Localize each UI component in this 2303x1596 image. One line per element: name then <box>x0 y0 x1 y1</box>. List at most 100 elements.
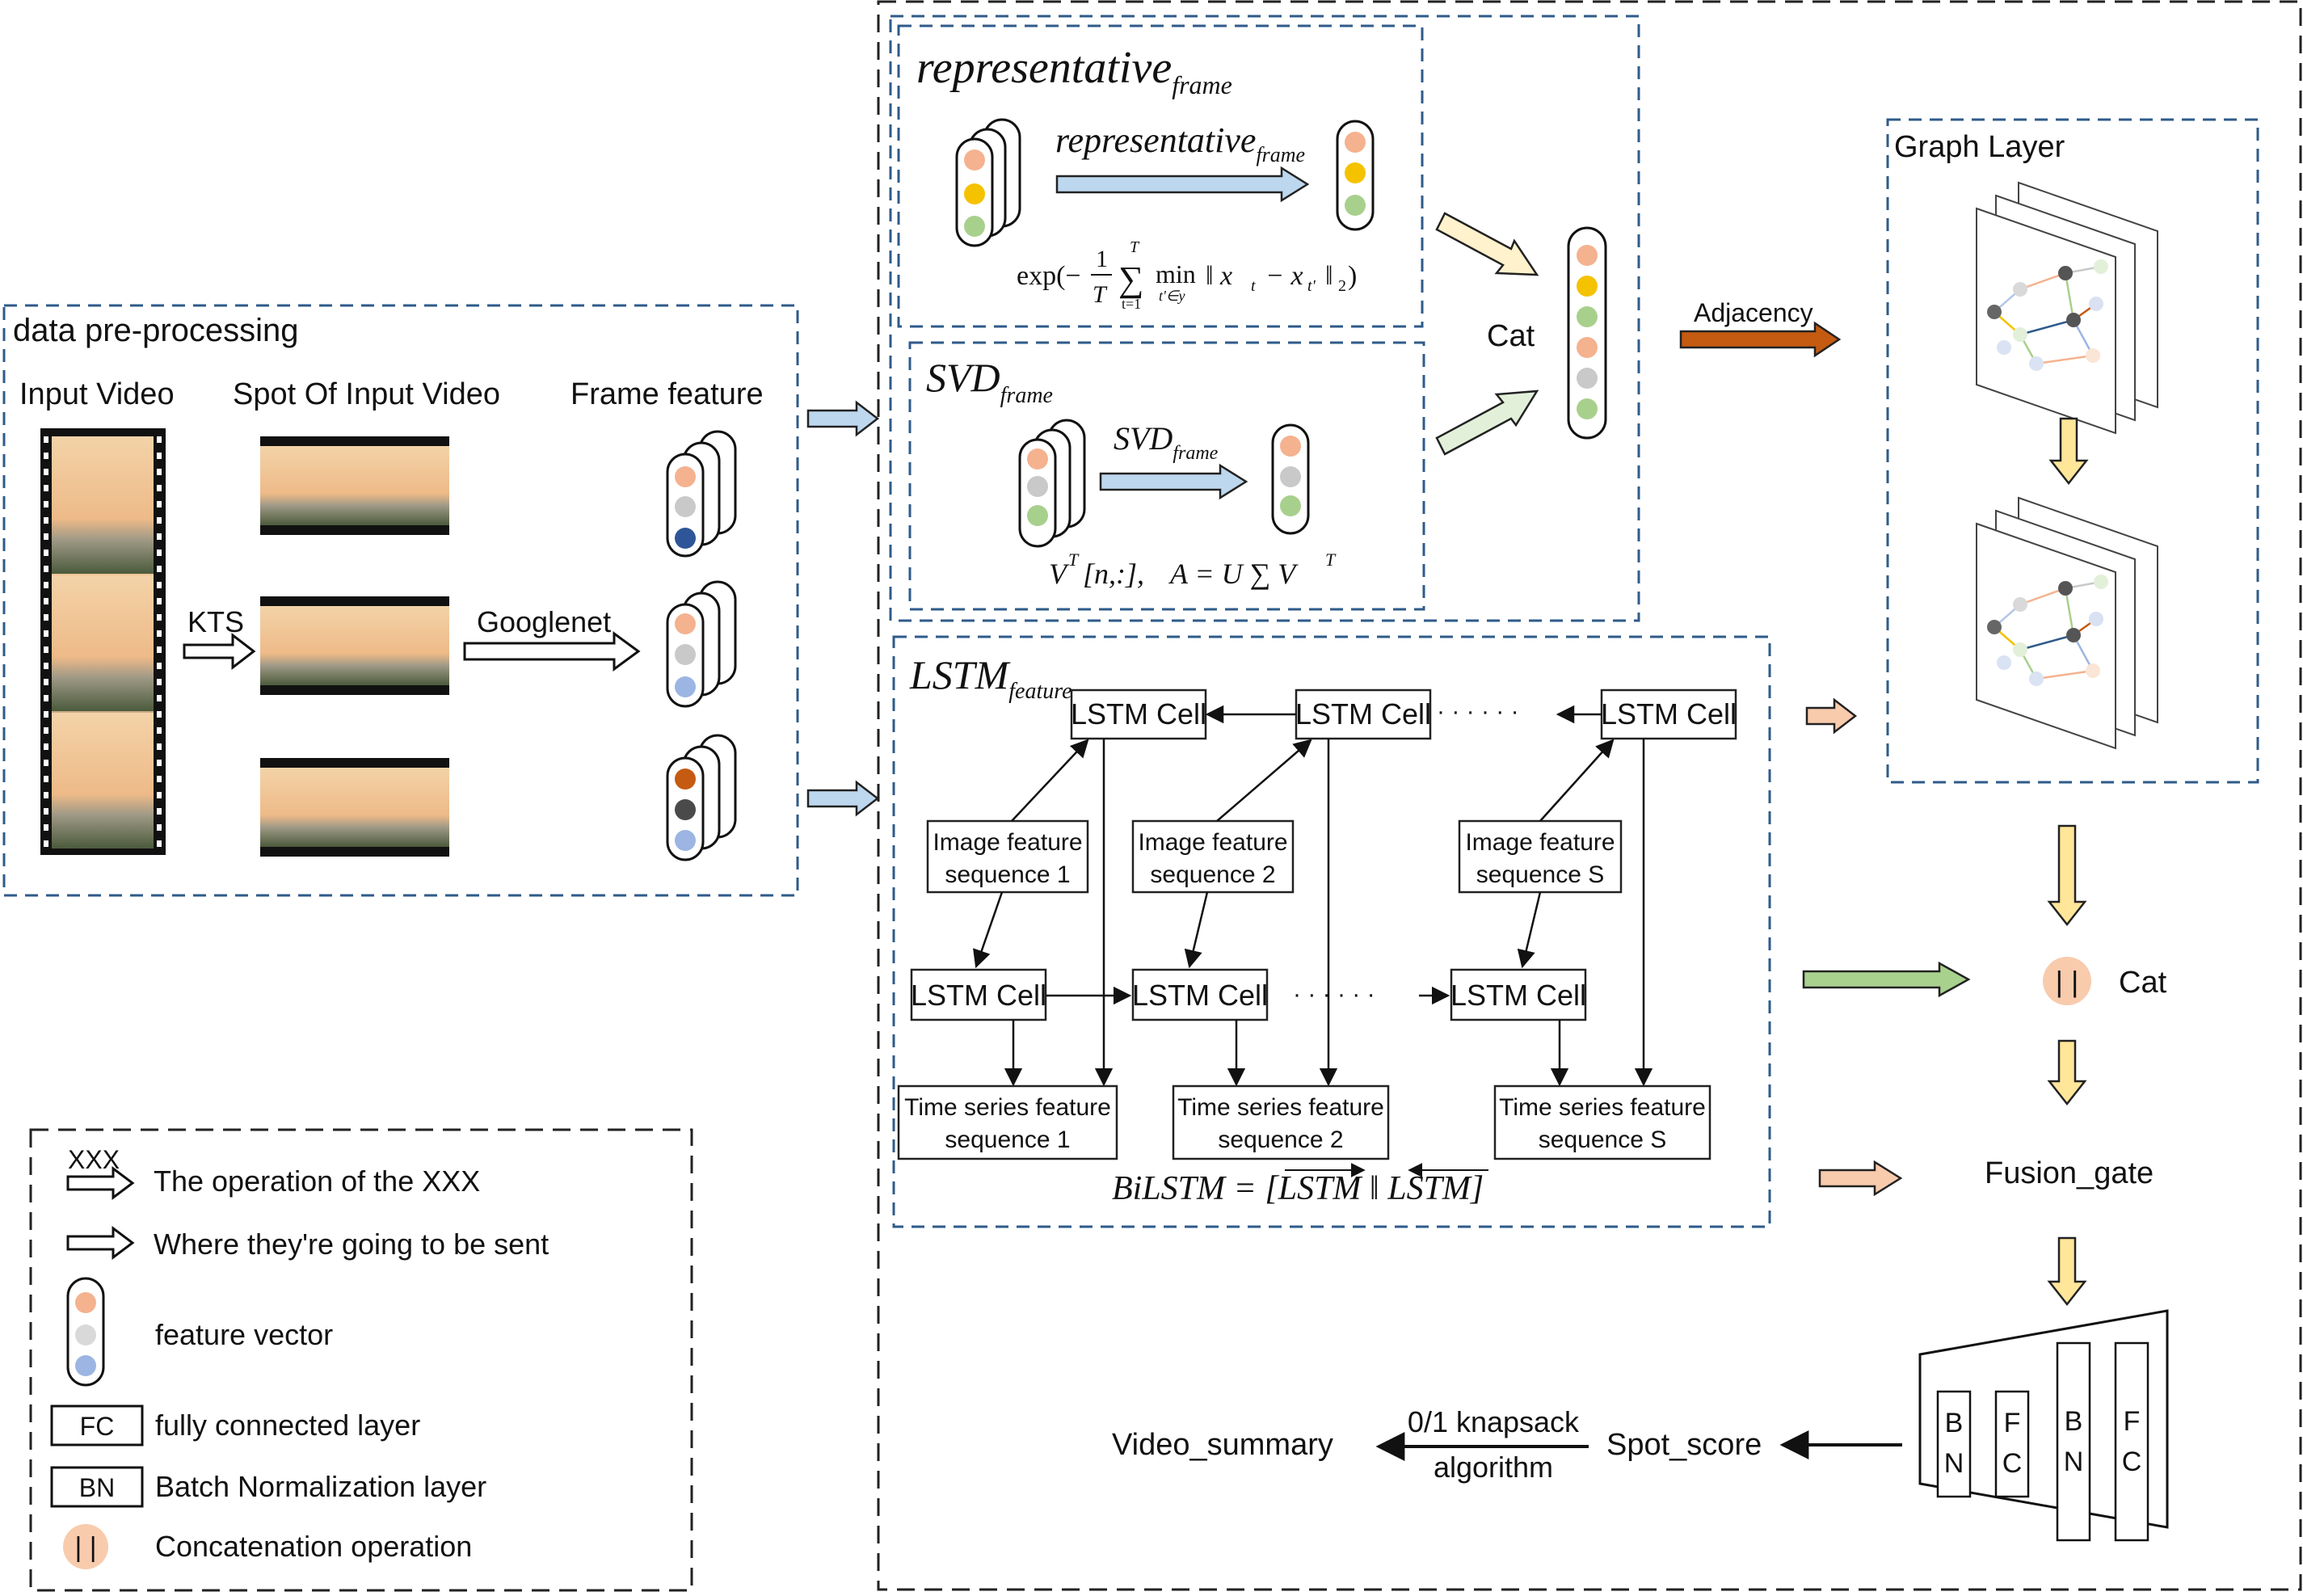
cat-to-fusion-arrow <box>2047 1039 2087 1106</box>
svg-text:‖ x: ‖ x <box>1206 261 1232 291</box>
lstm-cell-backward-1: LSTM Cell <box>1070 689 1207 740</box>
svg-text:2: 2 <box>1338 277 1346 295</box>
svg-text:F: F <box>2004 1408 2021 1438</box>
kts-label: KTS <box>187 605 244 638</box>
graph-stack-bottom <box>1976 496 2158 750</box>
svg-text:C: C <box>2002 1448 2023 1479</box>
svd-arrow-label: SVD <box>1114 420 1173 457</box>
svg-text:FC: FC <box>80 1412 115 1441</box>
lstm-cell-forward-s: LSTM Cell <box>1450 968 1587 1021</box>
svg-text:LSTMfeature: LSTMfeature <box>909 652 1072 704</box>
svg-text:| |: | | <box>2056 965 2079 998</box>
legend-where-arrow <box>66 1226 135 1260</box>
svg-text:Image feature: Image feature <box>933 829 1082 856</box>
svg-text:representativeframe: representativeframe <box>916 43 1232 99</box>
googlenet-label: Googlenet <box>477 605 611 638</box>
legend-concat-icon: | | <box>63 1524 108 1569</box>
svg-text:B: B <box>1945 1408 1964 1438</box>
svg-text:V: V <box>1049 558 1070 590</box>
legend-operation-label: The operation of the XXX <box>154 1164 480 1198</box>
graph-down-arrow-1 <box>2048 417 2089 486</box>
svg-text:sequence 2: sequence 2 <box>1218 1126 1343 1153</box>
svg-text:T: T <box>1130 238 1140 256</box>
svg-text:∑: ∑ <box>1118 259 1143 299</box>
score-regressor: B N F C B N F C <box>1918 1309 2169 1542</box>
svg-text:BN: BN <box>79 1473 115 1502</box>
svg-text:| |: | | <box>74 1532 96 1563</box>
representative-arrow <box>1055 166 1310 203</box>
lstm-to-fusion-arrow <box>1818 1160 1903 1197</box>
graph-to-cat-arrow <box>2047 824 2087 927</box>
representative-formula: exp(− 1 T T ∑ t=1 min t'∈y ‖ x t − x t' … <box>1017 238 1357 312</box>
lstm-to-cat-arrow <box>1802 961 1971 998</box>
svg-text:SVDframe: SVDframe <box>926 355 1053 408</box>
frame-feature-vector-3 <box>666 734 737 861</box>
svg-text:exp(−: exp(− <box>1017 261 1081 291</box>
svg-text:t: t <box>1251 277 1256 295</box>
svg-text:LSTM Cell: LSTM Cell <box>1601 697 1737 731</box>
svg-text:T: T <box>1068 550 1080 570</box>
fusion-to-decoder-arrow <box>2047 1236 2087 1307</box>
to-frame-branch-arrow <box>806 400 880 437</box>
fusion-gate-label: Fusion_gate <box>1985 1156 2154 1190</box>
svg-text:Image feature: Image feature <box>1465 829 1615 856</box>
graph-layer-title: Graph Layer <box>1894 130 2065 164</box>
svg-text:t=1: t=1 <box>1122 296 1141 312</box>
svg-text:[n,:],: [n,:], <box>1083 558 1144 590</box>
svg-text:‖: ‖ <box>1325 261 1333 291</box>
preprocessing-title: data pre-processing <box>13 313 299 348</box>
legend-concat-label: Concatenation operation <box>155 1530 472 1563</box>
knapsack-label-1: 0/1 knapsack <box>1408 1405 1580 1438</box>
image-feature-seq-s: Image feature sequence S <box>1458 819 1623 894</box>
svg-text:1: 1 <box>1096 246 1108 272</box>
svd-title: SVD <box>926 355 1000 400</box>
top-row-dots: · · · · · · <box>1437 698 1519 725</box>
spot-label: Spot Of Input Video <box>233 377 500 411</box>
svg-text:A = U ∑ V: A = U ∑ V <box>1168 558 1299 590</box>
svg-text:Image feature: Image feature <box>1138 829 1287 856</box>
legend-fc-box: FC <box>50 1404 144 1447</box>
svg-text:− x: − x <box>1265 261 1303 291</box>
adjacency-label: Adjacency <box>1694 298 1813 327</box>
svg-text:F: F <box>2124 1406 2141 1437</box>
lstm-title-sub: feature <box>1008 679 1072 704</box>
cat-right-label: Cat <box>2119 966 2167 1000</box>
legend-bn-box: BN <box>50 1466 144 1508</box>
representative-frame-panel: representativeframe representativeframe … <box>897 24 1424 328</box>
svd-frame-panel: SVDframe SVDframe V T [n,:], A = U ∑ V T <box>908 341 1425 611</box>
lstm-panel: LSTMfeature LSTM Cell LSTM Cell LSTM Cel… <box>892 635 1771 1228</box>
representative-arrow-label-sub: frame <box>1256 143 1305 166</box>
video-summary-label: Video_summary <box>1112 1428 1333 1462</box>
svg-text:Time series feature: Time series feature <box>1177 1094 1384 1121</box>
svd-to-cat-arrow <box>1435 390 1539 456</box>
kts-arrow <box>183 632 256 671</box>
svg-text:sequence 1: sequence 1 <box>945 861 1070 888</box>
spot-thumbnail-3 <box>260 758 449 857</box>
frame-feature-vector-1 <box>666 430 737 558</box>
svg-text:LSTM Cell: LSTM Cell <box>911 979 1046 1012</box>
svg-text:LSTM Cell: LSTM Cell <box>1295 697 1431 731</box>
svg-text:t'∈y: t'∈y <box>1159 288 1185 304</box>
svg-text:B: B <box>2065 1406 2083 1437</box>
legend-fc-label: fully connected layer <box>155 1409 420 1442</box>
legend-feature-vector-icon <box>66 1277 105 1387</box>
svg-text:Time series feature: Time series feature <box>904 1094 1111 1121</box>
svg-text:C: C <box>2122 1447 2142 1477</box>
svd-formula: V T [n,:], A = U ∑ V T <box>1049 550 1337 590</box>
image-feature-seq-1: Image feature sequence 1 <box>926 819 1089 894</box>
svg-text:sequence S: sequence S <box>1476 861 1604 888</box>
main-model-frame <box>877 0 2302 1591</box>
spot-score-label: Spot_score <box>1606 1428 1762 1462</box>
cat-top-label: Cat <box>1487 319 1535 353</box>
legend-bn-label: Batch Normalization layer <box>155 1470 486 1503</box>
bottom-row-dots: · · · · · · <box>1293 981 1375 1008</box>
legend-xxx: XXX <box>68 1145 120 1174</box>
svg-text:LSTM Cell: LSTM Cell <box>1132 979 1268 1012</box>
legend-operation-arrow <box>66 1166 135 1200</box>
svg-text:sequence S: sequence S <box>1539 1126 1666 1153</box>
svd-arrow <box>1099 463 1248 500</box>
legend-panel: XXX The operation of the XXX Where they'… <box>29 1128 693 1592</box>
knapsack-label-2: algorithm <box>1434 1451 1553 1484</box>
lstm-cell-backward-2: LSTM Cell <box>1295 689 1432 740</box>
preprocessing-panel: data pre-processing Input Video Spot Of … <box>2 304 799 897</box>
